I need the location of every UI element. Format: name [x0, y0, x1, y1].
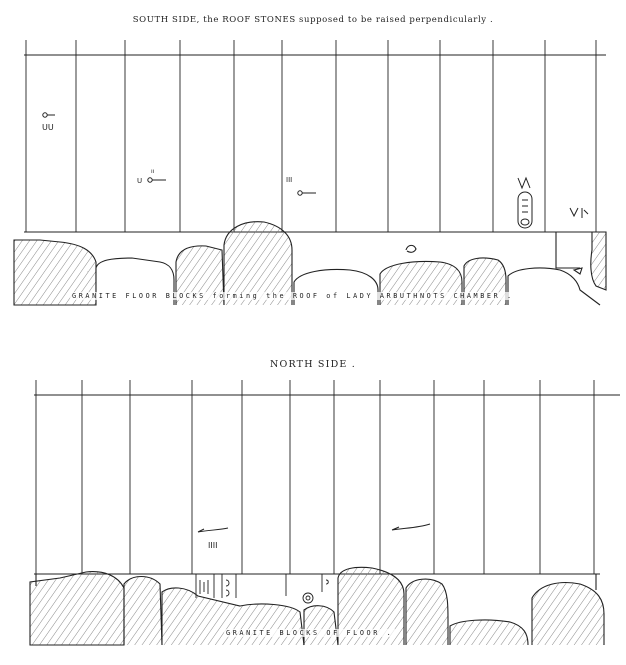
north-floor-label: GRANITE BLOCKS OF FLOOR . — [224, 629, 396, 637]
south-floor-label: GRANITE FLOOR BLOCKS forming the ROOF of… — [70, 292, 516, 300]
svg-text:UU: UU — [42, 123, 54, 132]
north-floor-blocks — [29, 566, 605, 646]
floor-block — [223, 221, 293, 305]
north-roof-stone-joints — [35, 380, 595, 574]
floor-block — [175, 245, 225, 306]
south-elevation: UU U ıı III — [13, 40, 607, 306]
south-quarry-mark: UU — [42, 112, 55, 132]
floor-block — [449, 619, 529, 646]
svg-text:IIII: IIII — [208, 541, 217, 550]
north-quarry-mark — [391, 523, 431, 531]
floor-mark — [405, 244, 417, 253]
svg-text:III: III — [286, 176, 292, 184]
south-wall-step — [555, 232, 580, 269]
north-side-title: NORTH SIDE . — [270, 359, 356, 370]
south-quarry-mark: U ıı — [137, 168, 166, 185]
floor-block — [337, 566, 405, 645]
north-floor-hatch-left — [29, 571, 125, 646]
south-cartouche — [517, 176, 533, 229]
floor-mark — [572, 267, 583, 275]
floor-block — [123, 575, 163, 646]
south-floor-hatch-right — [590, 231, 607, 291]
floor-block — [507, 267, 601, 306]
south-roof-stone-joints — [25, 40, 597, 232]
north-quarry-mark: IIII — [197, 527, 229, 550]
floor-block — [303, 605, 339, 646]
svg-text:U: U — [137, 177, 142, 185]
north-mason-marks — [195, 574, 329, 604]
south-quarry-mark: III — [286, 176, 316, 196]
south-quarry-mark — [569, 207, 589, 218]
svg-text:ıı: ıı — [151, 168, 155, 175]
floor-block — [531, 581, 605, 645]
floor-block — [405, 578, 449, 645]
south-side-title: SOUTH SIDE, the ROOF STONES supposed to … — [132, 15, 494, 25]
north-elevation: IIII — [29, 380, 620, 646]
